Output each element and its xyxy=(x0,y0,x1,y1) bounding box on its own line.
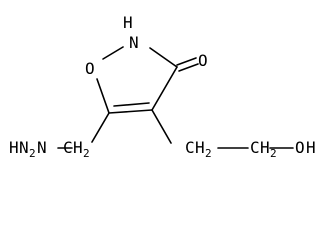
atom-labels: H N O O H N 2 N C H 2 C H 2 C H 2 O H xyxy=(9,13,316,160)
bond-c3-o-carbonyl-b xyxy=(178,63,199,72)
bonds xyxy=(57,46,294,149)
hydroxyl-h-label: H xyxy=(306,138,316,157)
bond-n-c3 xyxy=(149,47,178,68)
amine-n2-label: N xyxy=(37,138,47,157)
amine-subscript: 2 xyxy=(29,147,36,160)
amine-h-label: H xyxy=(9,138,19,157)
carbonyl-o-label: O xyxy=(198,51,208,70)
nh-h-label: H xyxy=(123,13,133,32)
ch2-right2-h-label: H xyxy=(260,138,270,157)
structure-diagram: H N O O H N 2 N C H 2 C H 2 C H 2 O H xyxy=(9,13,316,160)
bond-c5-c4 xyxy=(108,109,153,114)
hydroxyl-o-label: O xyxy=(295,138,305,157)
ring-o-label: O xyxy=(85,59,95,78)
ch2-left-subscript: 2 xyxy=(83,147,90,160)
ch2-right-c-label: C xyxy=(185,138,195,157)
bond-c5-c4-double xyxy=(113,102,150,107)
bond-c3-o-carbonyl-a xyxy=(176,57,197,66)
ch2-right-subscript: 2 xyxy=(205,147,212,160)
ch2-right2-c-label: C xyxy=(250,138,260,157)
bond-c5-ch2 xyxy=(91,112,110,143)
ch2-left-c-label: C xyxy=(63,138,73,157)
ch2-right2-subscript: 2 xyxy=(270,147,277,160)
amine-n-label: N xyxy=(19,138,29,157)
ch2-right-h-label: H xyxy=(195,138,205,157)
bond-n-o1 xyxy=(102,46,124,60)
bond-c4-ch2 xyxy=(151,109,172,144)
bond-c4-c3 xyxy=(151,66,178,111)
ch2-left-h-label: H xyxy=(73,138,83,157)
bond-o1-c5 xyxy=(96,78,110,114)
nh-n-label: N xyxy=(129,33,139,52)
